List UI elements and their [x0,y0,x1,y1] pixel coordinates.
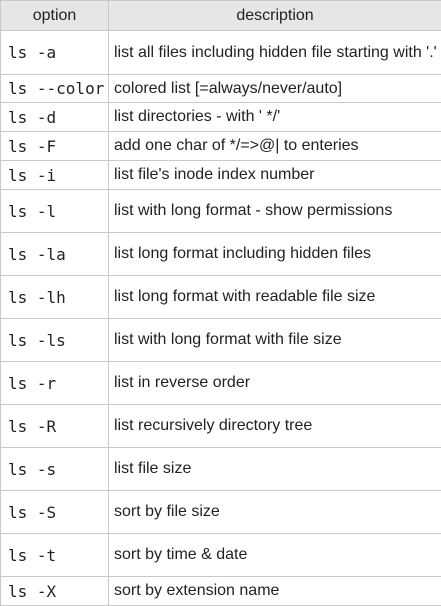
table-row: ls -F add one char of */=>@| to enteries [0,131,441,161]
description-cell: add one char of */=>@| to enteries [108,131,441,161]
description-cell: sort by time & date [108,533,441,577]
table-row: ls -X sort by extension name [0,576,441,606]
table-row: ls -d list directories - with ' */' [0,102,441,132]
table-row: ls -S sort by file size [0,490,441,534]
description-cell: list long format with readable file size [108,275,441,319]
table-row: ls -i list file's inode index number [0,160,441,190]
description-cell: list file's inode index number [108,160,441,190]
description-cell: list directories - with ' */' [108,102,441,132]
option-cell: ls -r [0,361,109,405]
table-row: ls -la list long format including hidden… [0,232,441,276]
table-row: ls --color colored list [=always/never/a… [0,74,441,103]
option-cell: ls -i [0,160,109,190]
table-row: ls -lh list long format with readable fi… [0,275,441,319]
table-row: ls -l list with long format - show permi… [0,189,441,233]
option-cell: ls -la [0,232,109,276]
table-row: ls -t sort by time & date [0,533,441,577]
description-cell: list recursively directory tree [108,404,441,448]
option-cell: ls -lh [0,275,109,319]
option-cell: ls -a [0,30,109,75]
table-row: ls -s list file size [0,447,441,491]
description-cell: sort by extension name [108,576,441,606]
table-row: ls -ls list with long format with file s… [0,318,441,362]
option-cell: ls -ls [0,318,109,362]
table-row: ls -R list recursively directory tree [0,404,441,448]
option-column-header: option [0,0,109,31]
option-cell: ls --color [0,74,109,103]
description-cell: colored list [=always/never/auto] [108,74,441,103]
option-cell: ls -t [0,533,109,577]
description-column-header: description [108,0,441,31]
description-cell: list file size [108,447,441,491]
description-cell: list in reverse order [108,361,441,405]
description-cell: sort by file size [108,490,441,534]
description-cell: list long format including hidden files [108,232,441,276]
description-cell: list with long format - show permissions [108,189,441,233]
option-cell: ls -X [0,576,109,606]
option-cell: ls -d [0,102,109,132]
option-cell: ls -l [0,189,109,233]
option-cell: ls -F [0,131,109,161]
option-cell: ls -s [0,447,109,491]
option-cell: ls -R [0,404,109,448]
header-row: option description [0,0,441,31]
option-cell: ls -S [0,490,109,534]
table-row: ls -r list in reverse order [0,361,441,405]
table-row: ls -a list all files including hidden fi… [0,30,441,75]
description-cell: list with long format with file size [108,318,441,362]
description-cell: list all files including hidden file sta… [108,30,441,75]
